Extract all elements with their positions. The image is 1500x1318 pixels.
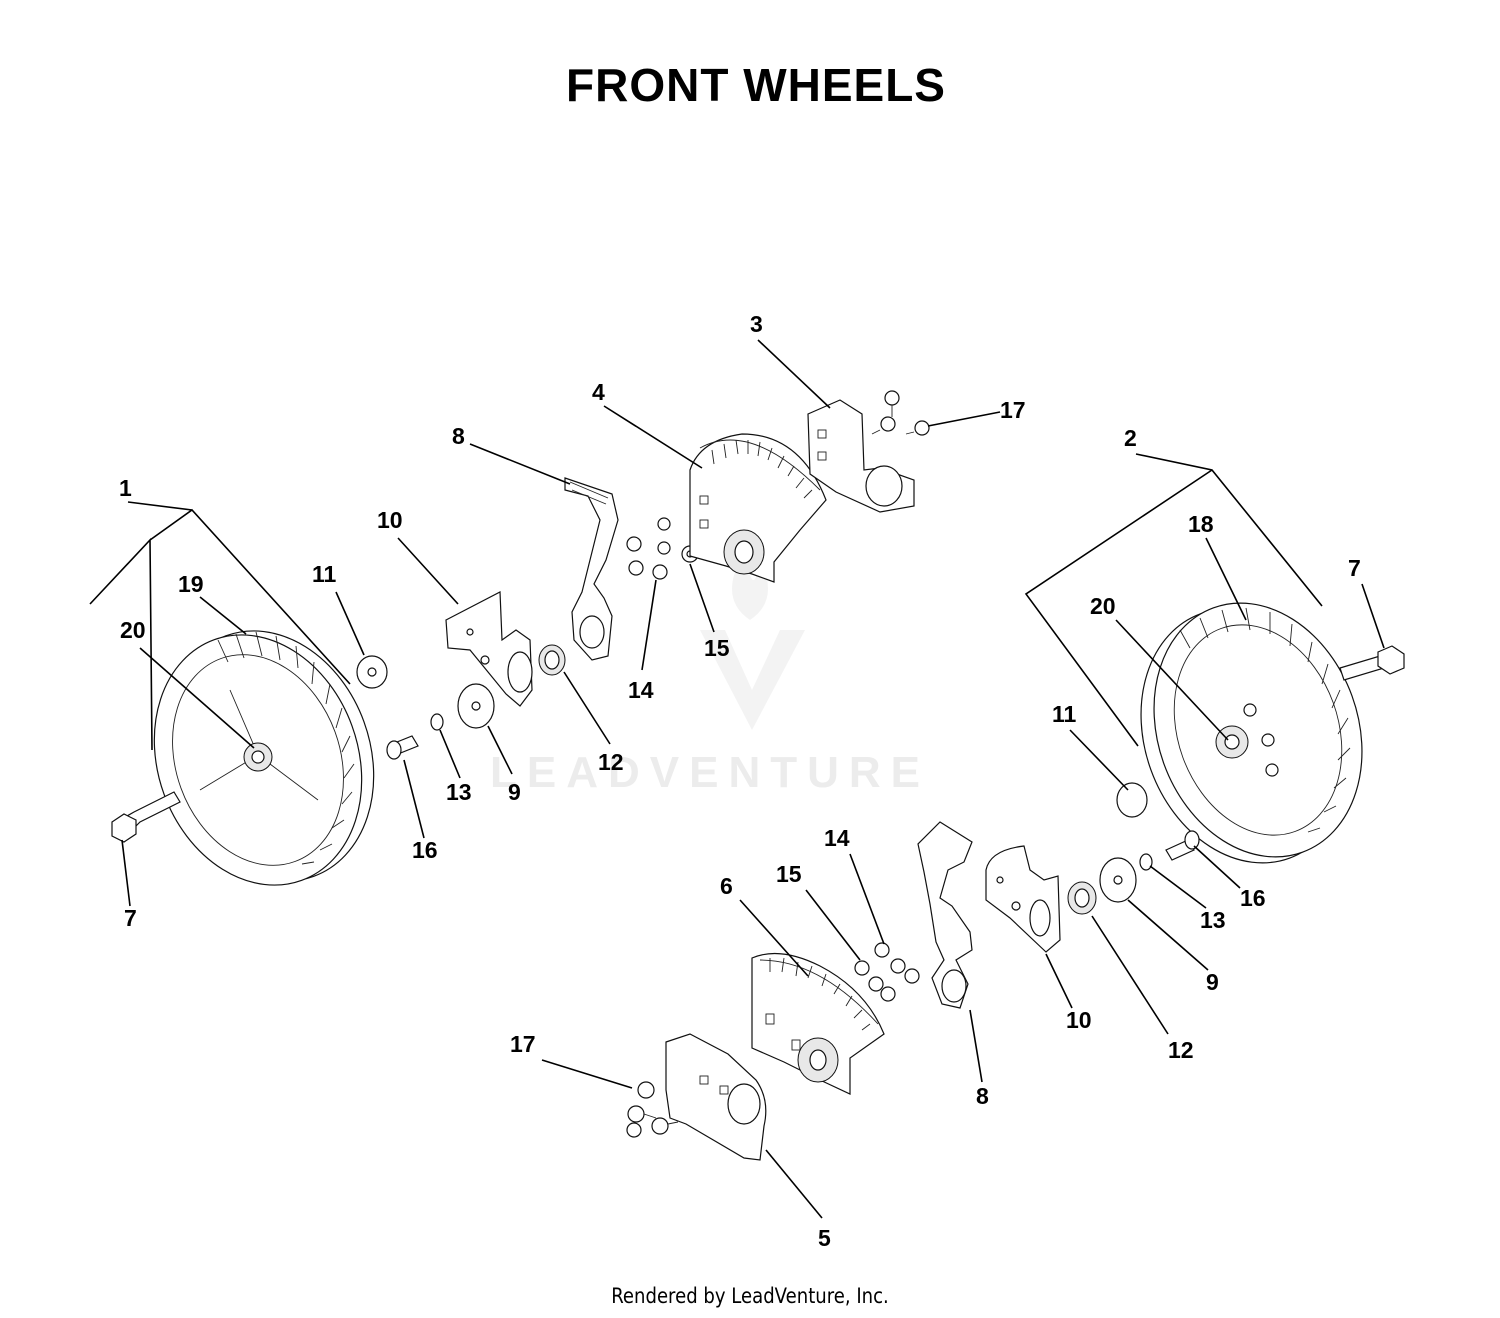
callout-17-bottom: 17 [510,1031,536,1057]
left-bracket-3 [807,390,930,513]
footer-credit: Rendered by LeadVenture, Inc. [611,1284,889,1308]
left-nuts-14-15 [626,517,699,580]
callout-2: 2 [1124,425,1137,451]
leader-lines [89,339,1385,1219]
right-bracket-5 [626,1033,767,1161]
left-bracket-10 [445,591,533,707]
callout-labels: 1 2 3 4 5 6 7 7 8 8 9 9 10 10 11 11 12 1… [119,311,1361,1251]
callout-4: 4 [592,379,605,405]
callout-11-left: 11 [312,561,337,587]
callout-5: 5 [818,1225,831,1251]
callout-1: 1 [119,475,132,501]
right-lever-8 [917,821,973,1009]
callout-16-right: 16 [1240,885,1266,911]
callout-8-right: 8 [976,1083,989,1109]
right-sector-plate-6 [751,952,885,1095]
left-screws-17 [871,390,930,436]
callout-14-right: 14 [824,825,850,851]
callout-9-right: 9 [1206,969,1219,995]
callout-13-right: 13 [1200,907,1226,933]
callout-11-right: 11 [1052,701,1077,727]
right-small-parts [1067,782,1200,915]
callout-20-right: 20 [1090,593,1116,619]
callout-7-right: 7 [1348,555,1361,581]
left-wheel [153,630,375,886]
callout-17-top: 17 [1000,397,1026,423]
callout-8-left: 8 [452,423,465,449]
washer-11-right [1116,782,1148,818]
callout-9-left: 9 [508,779,521,805]
callout-3: 3 [750,311,763,337]
callout-6: 6 [720,873,733,899]
callout-10-right: 10 [1066,1007,1092,1033]
right-screws-17 [626,1081,679,1138]
watermark-text: LEADVENTURE [490,748,931,797]
callout-20-left: 20 [120,617,146,643]
callout-12-left: 12 [598,749,624,775]
callout-18: 18 [1188,511,1214,537]
right-bracket-10 [985,845,1061,953]
callout-12-right: 12 [1168,1037,1194,1063]
callout-14-left: 14 [628,677,654,703]
callout-15-left: 15 [704,635,730,661]
left-lever-8 [564,477,619,661]
right-wheel [1140,602,1363,864]
left-sector-plate-4 [689,433,827,583]
nut-13-left [430,713,444,731]
callout-16-left: 16 [412,837,438,863]
right-nuts-14-15 [854,942,920,1002]
diagram-title: FRONT WHEELS [566,59,946,111]
callout-7-left: 7 [124,905,137,931]
callout-13-left: 13 [446,779,472,805]
callout-10-left: 10 [377,507,403,533]
left-bolt-7 [111,791,181,843]
right-bolt-7 [1339,645,1405,681]
nut-13-right [1139,853,1153,871]
callout-19: 19 [178,571,204,597]
callout-15-right: 15 [776,861,802,887]
left-small-parts [356,644,566,760]
